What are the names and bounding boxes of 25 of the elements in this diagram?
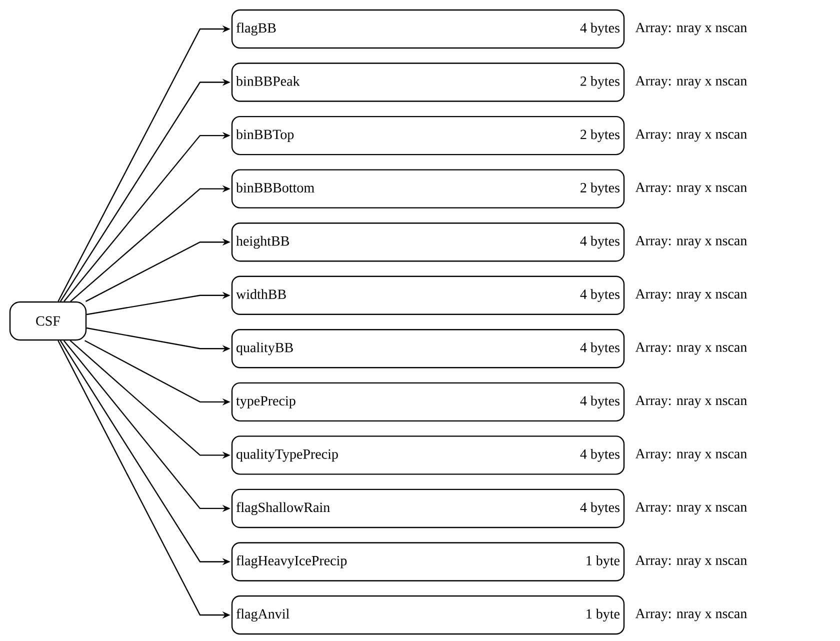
annotation-text: Array: nray x nscan [635,129,747,142]
field-box: flagAnvil 1 byte [231,595,625,635]
field-box: flagShallowRain 4 bytes [231,488,625,528]
annotation-text: Array: nray x nscan [635,236,747,248]
field-box: binBBBottom 2 bytes [231,169,625,208]
annotation-text: Array: nray x nscan [635,182,747,195]
annotation-text: Array: nray x nscan [635,342,747,355]
field-box: binBBPeak 2 bytes [231,62,625,102]
annotation-text: Array: nray x nscan [635,289,747,302]
annotation-text: Array: nray x nscan [635,22,747,36]
field-box: heightBB 4 bytes [231,222,625,262]
root-box: CSF [9,301,87,341]
field-box: typePrecip 4 bytes [231,382,625,422]
field-box: qualityTypePrecip 4 bytes [231,436,625,475]
field-box: flagHeavyIcePrecip 1 byte [231,542,625,582]
annotation-text: Array: nray x nscan [635,502,747,515]
annotation-text: Array: nray x nscan [635,449,747,462]
annotation-text: Array: nray x nscan [635,556,747,568]
field-box: widthBB 4 bytes [231,276,625,315]
field-box: qualityBB 4 bytes [231,329,625,368]
field-box: flagBB 4 bytes [231,9,625,49]
annotation-text: Array: nray x nscan [635,608,747,622]
annotation-text: Array: nray x nscan [635,396,747,408]
annotation-text: Array: nray x nscan [635,76,747,88]
field-box: binBBTop 2 bytes [231,116,625,156]
